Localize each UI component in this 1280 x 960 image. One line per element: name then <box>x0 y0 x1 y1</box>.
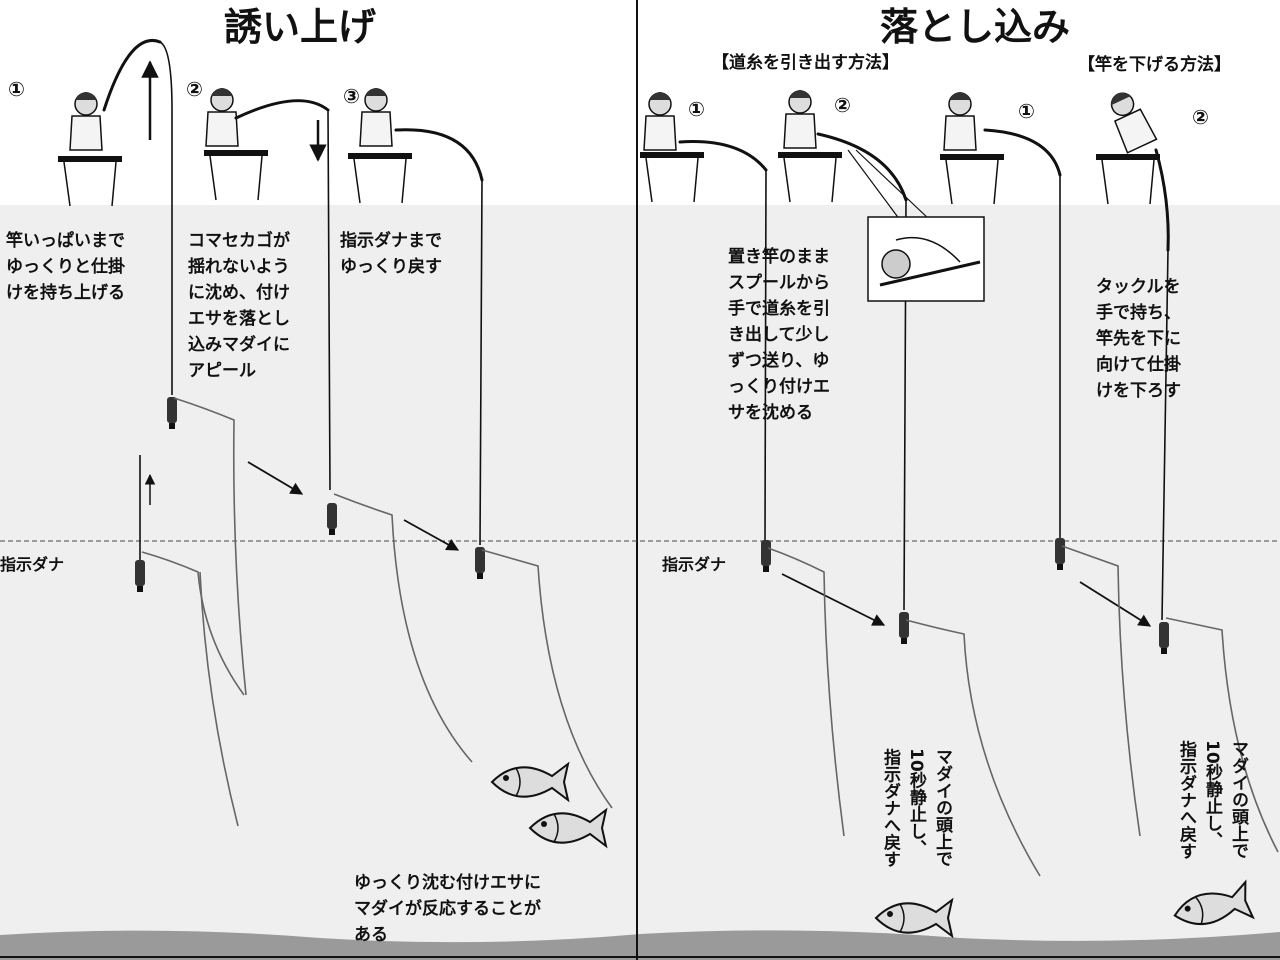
caption-left-3: 指示ダナまで ゆっくり戻す <box>340 230 448 277</box>
caption-left-2: コマセカゴが 揺れないよう に沈め、付け エサを落とし 込みマダイに アピール <box>188 230 296 381</box>
right-b-step-2: ② <box>1192 105 1209 129</box>
angler-icon <box>783 89 817 149</box>
arrow-diagonal-icon <box>781 573 886 626</box>
rod-icon <box>394 128 484 182</box>
method-a-heading: 【道糸を引き出す方法】 <box>712 52 899 73</box>
caption-right-a: 置き竿のまま スプールから 手で道糸を引 き出して少し ずつ送り、ゆ っくり付け… <box>728 246 836 423</box>
rod-icon <box>102 39 162 112</box>
boat-icon <box>1095 153 1161 205</box>
boat-icon <box>639 151 705 203</box>
rod-icon <box>678 140 768 172</box>
water-area <box>0 205 1280 960</box>
tana-label-right: 指示ダナ <box>662 555 726 574</box>
boat-icon <box>777 151 843 203</box>
left-panel-title: 誘い上げ <box>224 5 376 49</box>
right-panel-title: 落とし込み <box>880 5 1070 49</box>
angler-icon <box>205 87 239 147</box>
right-a-step-1: ① <box>688 97 705 121</box>
left-step-1: ① <box>8 77 25 101</box>
left-step-2: ② <box>186 77 203 101</box>
arrow-diagonal-icon <box>403 519 460 551</box>
right-b-step-1: ① <box>1018 99 1035 123</box>
angler-icon <box>69 91 103 151</box>
arrow-diagonal-icon <box>1079 581 1152 627</box>
arrow-diagonal-icon <box>247 461 304 495</box>
angler-icon <box>1102 85 1158 154</box>
rod-icon <box>234 99 330 120</box>
caption-left-1: 竿いっぱいまで ゆっくりと仕掛 けを持ち上げる <box>5 230 131 303</box>
hand-icon <box>895 236 961 263</box>
caption-right-b: タックルを 手で持ち、 竿先を下に 向けて仕掛 けを下ろす <box>1095 277 1187 401</box>
note-left: ゆっくり沈む付けエサに マダイが反応することが ある <box>354 872 547 945</box>
rod-icon <box>1154 148 1170 252</box>
angler-icon <box>359 87 393 147</box>
boat-icon <box>57 155 123 207</box>
vertical-note-b: マダイの頭上で 10秒静止し、 指示ダナへ戻す <box>1176 739 1249 865</box>
angler-icon <box>943 91 977 151</box>
tana-label-left: 指示ダナ <box>0 555 64 574</box>
rod-icon <box>816 132 908 202</box>
angler-icon <box>643 91 677 151</box>
boat-icon <box>203 149 269 201</box>
left-step-3: ③ <box>343 84 360 108</box>
reel-icon <box>881 249 911 279</box>
method-b-heading: 【竿を下げる方法】 <box>1078 54 1231 75</box>
seabed <box>0 930 1280 960</box>
right-a-step-2: ② <box>834 93 851 117</box>
rod-icon <box>983 128 1062 177</box>
vertical-note-a: マダイの頭上で 10秒静止し、 指示ダナへ戻す <box>880 747 953 873</box>
boat-icon <box>347 152 413 204</box>
boat-icon <box>939 153 1005 205</box>
